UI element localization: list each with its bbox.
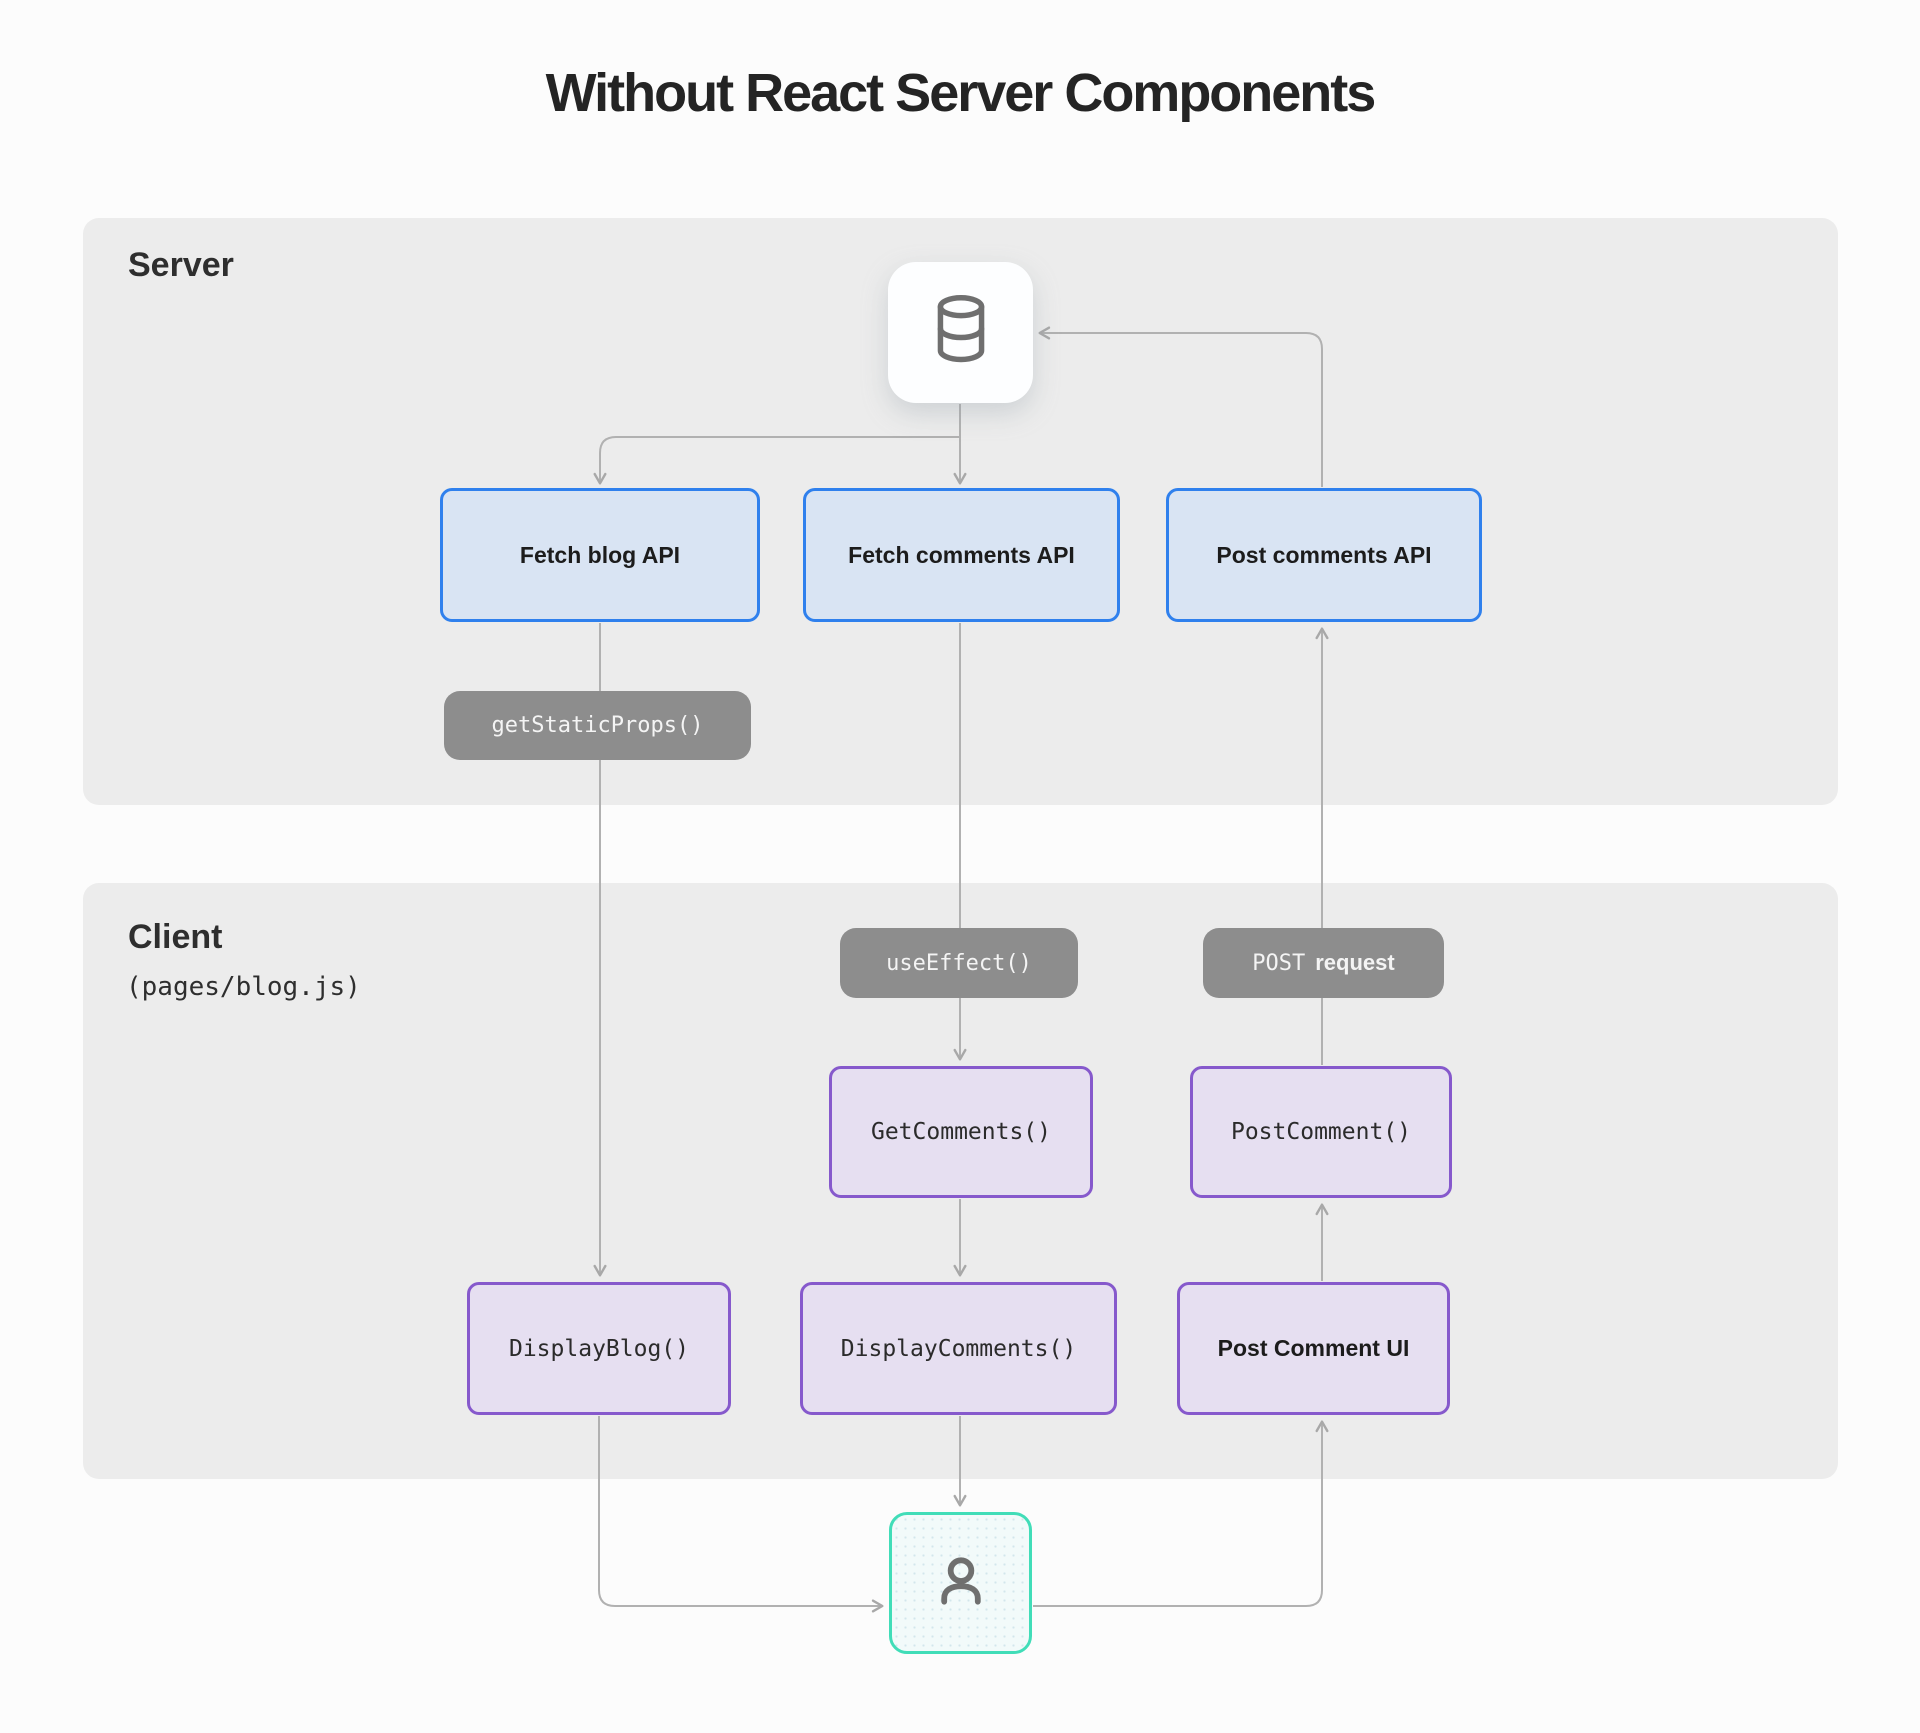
pill-label-verb: POST (1252, 950, 1306, 976)
client-panel-label: Client (128, 918, 223, 956)
pill-label: useEffect() (886, 950, 1032, 976)
node-label: Fetch blog API (519, 541, 681, 568)
node-fetch-blog-api: Fetch blog API (440, 488, 760, 622)
node-label: Post Comment UI (1217, 1335, 1410, 1361)
node-label: Post comments API (1216, 541, 1432, 568)
pill-use-effect: useEffect() (840, 928, 1078, 998)
node-post-comment: PostComment() (1190, 1066, 1452, 1198)
pill-label-word: request (1315, 950, 1395, 975)
node-display-comments: DisplayComments() (800, 1282, 1117, 1415)
node-get-comments: GetComments() (829, 1066, 1093, 1198)
node-label: DisplayComments() (840, 1335, 1077, 1362)
node-label: Fetch comments API (848, 541, 1075, 568)
user-node (889, 1512, 1032, 1654)
node-post-comment-ui: Post Comment UI (1177, 1282, 1450, 1415)
node-post-comments-api: Post comments API (1166, 488, 1482, 622)
database-node (888, 262, 1033, 403)
pill-get-static-props: getStaticProps() (444, 691, 751, 760)
user-icon (930, 1550, 992, 1617)
pill-post-request: POST request (1203, 928, 1444, 998)
node-label: DisplayBlog() (508, 1335, 689, 1362)
server-panel-label: Server (128, 246, 234, 284)
diagram-title: Without React Server Components (545, 63, 1377, 123)
node-label: GetComments() (870, 1119, 1051, 1145)
node-fetch-comments-api: Fetch comments API (803, 488, 1120, 622)
node-label: PostComment() (1230, 1119, 1411, 1145)
database-icon (928, 293, 994, 372)
pill-label: getStaticProps() (491, 713, 704, 738)
client-panel-sublabel: (pages/blog.js) (126, 972, 361, 1002)
node-display-blog: DisplayBlog() (467, 1282, 731, 1415)
